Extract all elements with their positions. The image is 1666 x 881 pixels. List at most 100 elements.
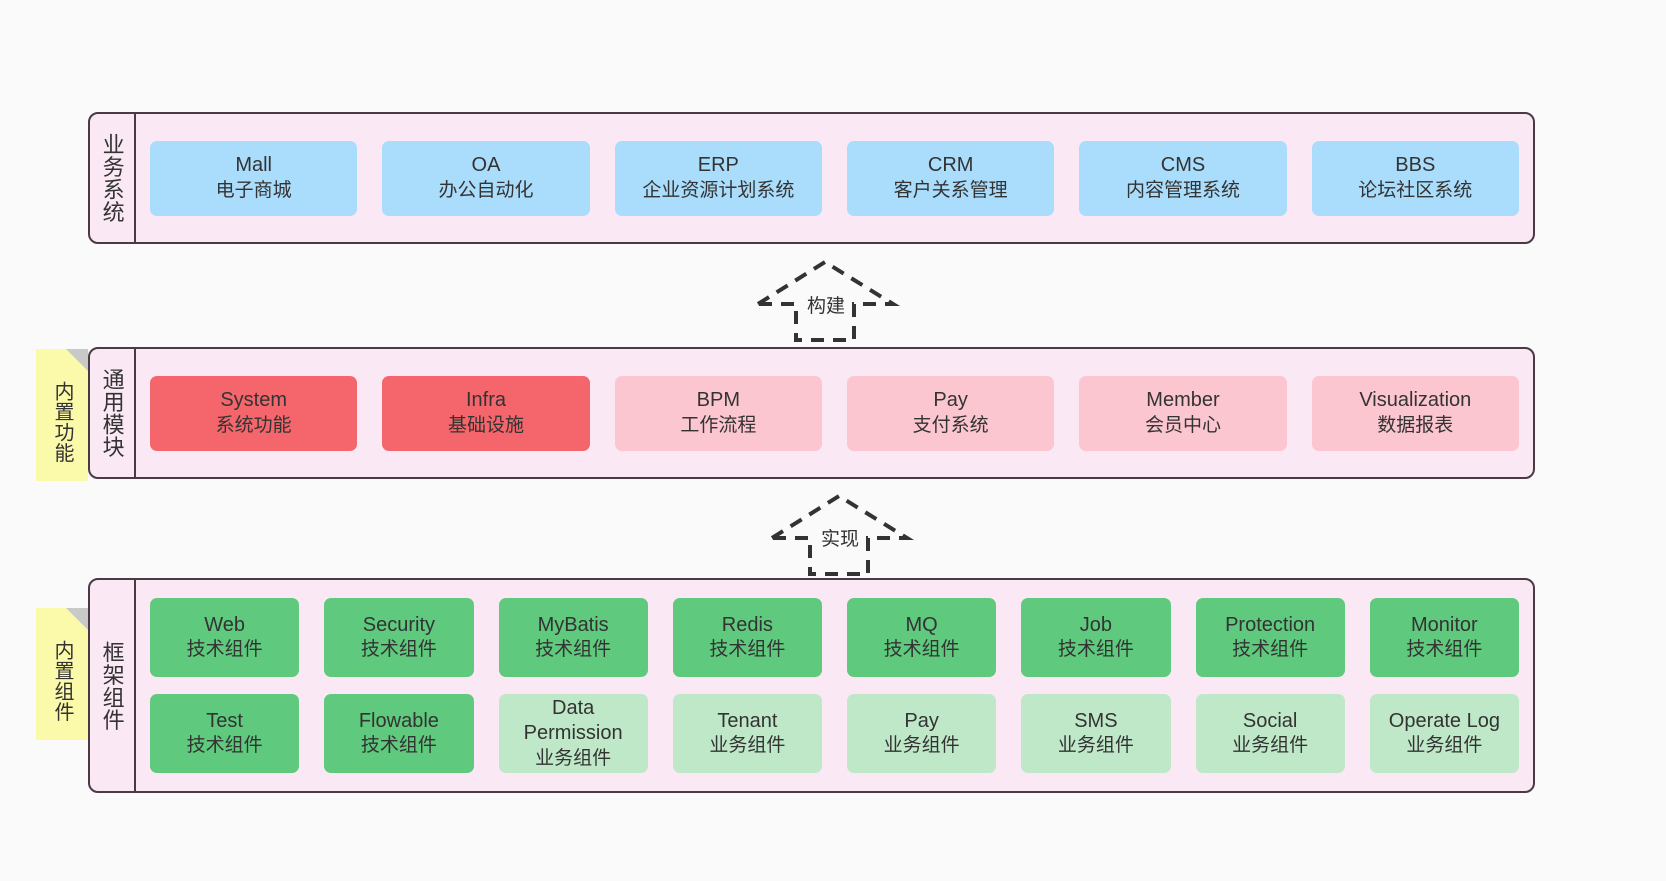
card-title: Social (1242, 709, 1298, 732)
connector-implement-label: 实现 (821, 529, 860, 550)
card-redis[interactable]: Redis 技术组件 (672, 598, 822, 677)
card-title: Visualization (1359, 389, 1472, 412)
card-title: Data Permission (523, 696, 623, 745)
card-subtitle: 论坛社区系统 (1358, 179, 1473, 201)
card-subtitle: 系统功能 (215, 414, 292, 436)
card-subtitle: 电子商城 (215, 179, 292, 201)
card-monitor[interactable]: Monitor 技术组件 (1369, 598, 1519, 677)
card-subtitle: 技术组件 (1406, 639, 1483, 661)
card-bbs[interactable]: BBS 论坛社区系统 (1311, 140, 1519, 216)
card-subtitle: 内容管理系统 (1125, 179, 1240, 201)
card-erp[interactable]: ERP 企业资源计划系统 (614, 140, 822, 216)
card-pay[interactable]: Pay 支付系统 (846, 375, 1055, 451)
card-web[interactable]: Web 技术组件 (150, 598, 300, 677)
card-system[interactable]: System 系统功能 (150, 375, 358, 451)
card-test[interactable]: Test 技术组件 (150, 694, 300, 773)
card-subtitle: 业务组件 (1057, 735, 1134, 757)
card-subtitle: 办公自动化 (438, 179, 534, 201)
card-title: Job (1079, 613, 1112, 636)
card-title: Mall (235, 154, 272, 177)
card-subtitle: 基础设施 (447, 414, 524, 436)
card-job[interactable]: Job 技术组件 (1021, 598, 1171, 677)
card-subtitle: 技术组件 (1232, 639, 1309, 661)
card-security[interactable]: Security 技术组件 (324, 598, 474, 677)
card-infra[interactable]: Infra 基础设施 (382, 375, 590, 451)
card-row: System 系统功能 Infra 基础设施 BPM 工作流程 Pay 支付系统… (150, 375, 1519, 451)
card-title: CMS (1160, 154, 1206, 177)
card-row: Mall 电子商城 OA 办公自动化 ERP 企业资源计划系统 CRM 客户关系… (150, 140, 1519, 216)
card-subtitle: 客户关系管理 (893, 179, 1008, 201)
card-title: Test (206, 709, 243, 732)
card-title: BBS (1395, 154, 1436, 177)
card-subtitle: 技术组件 (360, 639, 437, 661)
card-subtitle: 业务组件 (883, 735, 960, 757)
card-data-permission[interactable]: Data Permission 业务组件 (498, 694, 648, 773)
card-title: Web (204, 613, 245, 636)
sticky-note-builtin-component: 内置组件 (36, 608, 88, 740)
card-title: SMS (1074, 709, 1118, 732)
card-sms[interactable]: SMS 业务组件 (1021, 694, 1171, 773)
card-title: ERP (697, 154, 739, 177)
card-title: Redis (721, 613, 773, 636)
card-subtitle: 技术组件 (883, 639, 960, 661)
card-title: Pay (933, 389, 968, 412)
layer-business-systems: 业务系统 Mall 电子商城 OA 办公自动化 ERP 企业资源计划系统 CRM… (88, 112, 1535, 244)
card-title: Operate Log (1388, 709, 1500, 732)
card-pay-business[interactable]: Pay 业务组件 (847, 694, 997, 773)
card-subtitle: 技术组件 (709, 639, 786, 661)
card-mall[interactable]: Mall 电子商城 (150, 140, 358, 216)
card-crm[interactable]: CRM 客户关系管理 (846, 140, 1055, 216)
sticky-note-text: 内置组件 (51, 640, 73, 722)
card-social[interactable]: Social 业务组件 (1195, 694, 1345, 773)
card-bpm[interactable]: BPM 工作流程 (614, 375, 822, 451)
card-protection[interactable]: Protection 技术组件 (1195, 598, 1345, 677)
card-title: CRM (927, 154, 974, 177)
card-title: Tenant (717, 709, 778, 732)
card-title: MyBatis (537, 613, 609, 636)
sticky-note-builtin-function: 内置功能 (36, 349, 88, 481)
card-subtitle: 会员中心 (1144, 414, 1221, 436)
card-oa[interactable]: OA 办公自动化 (382, 140, 590, 216)
card-subtitle: 数据报表 (1377, 414, 1454, 436)
sticky-note-text: 内置功能 (51, 381, 73, 463)
card-title: Flowable (358, 709, 439, 732)
layer-body-business-systems: Mall 电子商城 OA 办公自动化 ERP 企业资源计划系统 CRM 客户关系… (136, 114, 1533, 242)
card-row: Web 技术组件 Security 技术组件 MyBatis 技术组件 Redi… (150, 598, 1519, 677)
card-title: OA (471, 154, 501, 177)
card-visualization[interactable]: Visualization 数据报表 (1311, 375, 1519, 451)
card-title: Infra (465, 389, 506, 412)
card-subtitle: 技术组件 (535, 639, 612, 661)
layer-framework-components: 框架组件 Web 技术组件 Security 技术组件 MyBatis 技术组件… (88, 578, 1535, 793)
card-subtitle: 业务组件 (1232, 735, 1309, 757)
card-subtitle: 业务组件 (535, 747, 612, 769)
card-operate-log[interactable]: Operate Log 业务组件 (1369, 694, 1519, 773)
card-title: System (220, 389, 287, 412)
card-subtitle: 业务组件 (1406, 735, 1483, 757)
layer-label-common-modules: 通用模块 (90, 349, 136, 477)
card-title: Member (1146, 389, 1220, 412)
card-title: Protection (1225, 613, 1316, 636)
card-subtitle: 技术组件 (186, 639, 263, 661)
card-subtitle: 技术组件 (1057, 639, 1134, 661)
layer-body-framework-components: Web 技术组件 Security 技术组件 MyBatis 技术组件 Redi… (136, 580, 1533, 791)
card-subtitle: 技术组件 (186, 735, 263, 757)
card-title: Pay (904, 709, 939, 732)
card-cms[interactable]: CMS 内容管理系统 (1079, 140, 1287, 216)
card-subtitle: 企业资源计划系统 (642, 179, 795, 201)
card-flowable[interactable]: Flowable 技术组件 (324, 694, 474, 773)
layer-body-common-modules: System 系统功能 Infra 基础设施 BPM 工作流程 Pay 支付系统… (136, 349, 1533, 477)
connector-build-label: 构建 (807, 296, 846, 317)
card-subtitle: 工作流程 (680, 414, 757, 436)
layer-label-business-systems: 业务系统 (90, 114, 136, 242)
card-tenant[interactable]: Tenant 业务组件 (672, 694, 822, 773)
card-title: BPM (696, 389, 740, 412)
card-mq[interactable]: MQ 技术组件 (847, 598, 997, 677)
card-title: Security (362, 613, 435, 636)
card-mybatis[interactable]: MyBatis 技术组件 (498, 598, 648, 677)
card-row: Test 技术组件 Flowable 技术组件 Data Permission … (150, 694, 1519, 773)
card-subtitle: 技术组件 (360, 735, 437, 757)
layer-common-modules: 通用模块 System 系统功能 Infra 基础设施 BPM 工作流程 Pay… (88, 347, 1535, 479)
card-title: Monitor (1411, 613, 1478, 636)
card-member[interactable]: Member 会员中心 (1079, 375, 1287, 451)
